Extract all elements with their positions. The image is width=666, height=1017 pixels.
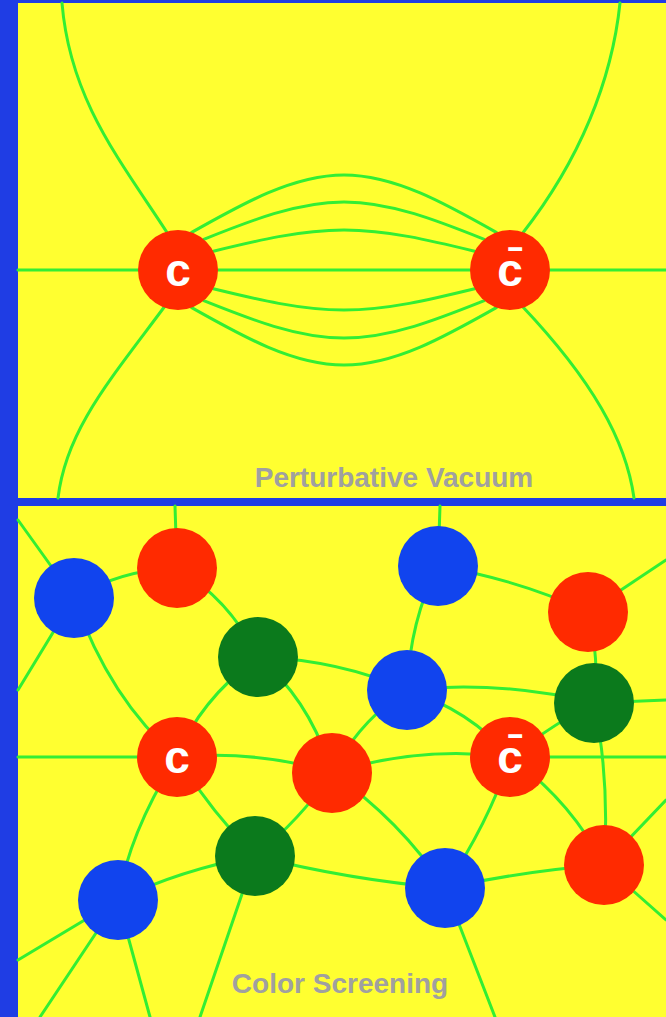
field-line bbox=[204, 301, 485, 338]
field-lines bbox=[18, 3, 666, 498]
color-charges bbox=[34, 526, 644, 940]
circle-fill bbox=[470, 230, 550, 310]
quark-label: c bbox=[165, 247, 191, 293]
quark-label: c bbox=[164, 734, 190, 780]
field-line bbox=[192, 308, 497, 365]
circle-fill bbox=[137, 717, 217, 797]
field-line bbox=[218, 269, 470, 272]
field-line bbox=[192, 175, 497, 232]
panel-caption: Color Screening bbox=[228, 968, 452, 1000]
field-line bbox=[204, 202, 485, 239]
quark-circle: c bbox=[137, 717, 217, 797]
quark-circle: c bbox=[138, 230, 218, 310]
gluon-lines bbox=[18, 506, 666, 1017]
field-line bbox=[213, 289, 474, 310]
quark-circle: c̄ bbox=[470, 230, 550, 310]
panel-caption: Perturbative Vacuum bbox=[251, 462, 538, 494]
field-line bbox=[213, 230, 474, 251]
quark-circle: c̄ bbox=[470, 717, 550, 797]
quark-label: c̄ bbox=[497, 247, 523, 293]
top-panel bbox=[18, 3, 666, 498]
circle-fill bbox=[470, 717, 550, 797]
circle-fill bbox=[138, 230, 218, 310]
quark-label: c̄ bbox=[497, 734, 523, 780]
